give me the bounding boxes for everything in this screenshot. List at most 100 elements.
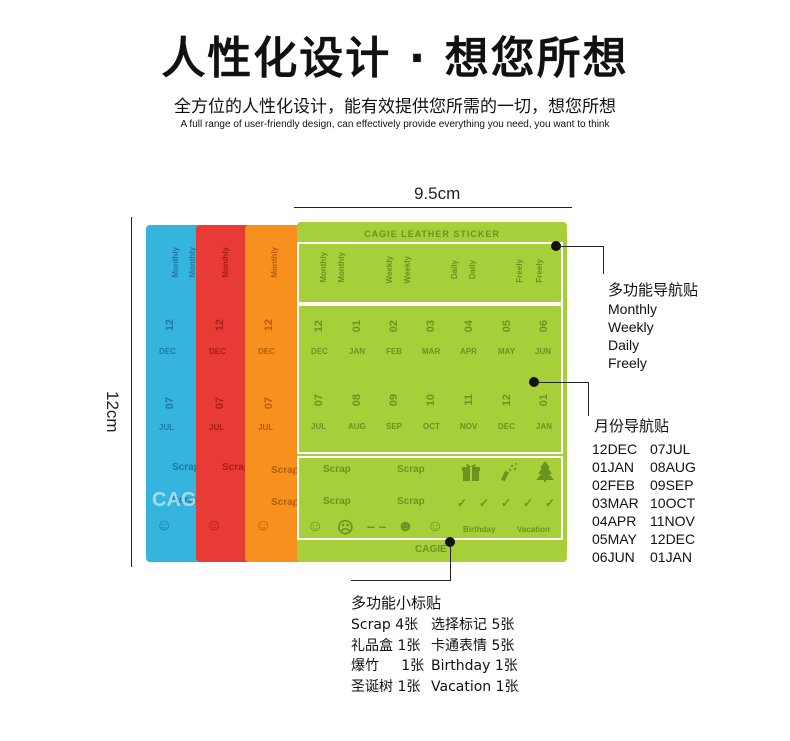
month-name: AUG — [348, 422, 366, 431]
month-number: 12 — [164, 319, 176, 332]
month-name: JUL — [209, 423, 225, 432]
month-name: APR — [460, 347, 477, 356]
width-dimension-line — [294, 207, 572, 208]
month-number: 01 — [351, 320, 363, 333]
tab-daily: Daily — [450, 260, 459, 280]
height-label: 12cm — [103, 391, 122, 433]
month-callout-item: 01JAN — [592, 459, 635, 475]
check-mark-icon: ✓ — [501, 496, 512, 510]
smiley-icon: ☺ — [156, 517, 173, 534]
callout-line — [351, 580, 451, 581]
month-callout-item: 08AUG — [650, 459, 696, 475]
callout-line — [588, 382, 589, 416]
callout-line — [556, 246, 603, 247]
month-callout-item: 10OCT — [650, 495, 696, 511]
scrap-sticker: Scrap — [271, 465, 299, 476]
tab-monthly: Monthly — [337, 252, 346, 283]
month-number: 07 — [164, 397, 176, 410]
small-callout-item: 卡通表情 5张 — [431, 637, 515, 654]
page-tagline: A full range of user-friendly design, ca… — [180, 119, 610, 130]
gift-box-icon — [462, 464, 480, 481]
month-number: 01 — [538, 394, 550, 407]
page-subtitle: 全方位的人性化设计，能有效提供您所需的一切，想您所想 — [174, 97, 616, 117]
month-number: 12 — [263, 319, 275, 332]
month-name: DEC — [311, 347, 328, 356]
scrap-sticker: Scrap — [323, 464, 351, 475]
month-name: JUL — [159, 423, 175, 432]
month-callout-item: 11NOV — [650, 513, 695, 529]
nav-callout-item: Weekly — [608, 319, 654, 335]
month-number: 02 — [388, 320, 400, 333]
page-title: 人性化设计 · 想您所想 — [161, 33, 629, 84]
small-stickers-frame — [297, 456, 563, 540]
month-name: DEC — [258, 347, 275, 356]
small-callout-item: Scrap 4张 — [351, 617, 419, 633]
check-mark-icon: ✓ — [479, 496, 490, 510]
month-callout-item: 01JAN — [650, 549, 693, 565]
month-number: 12 — [501, 394, 513, 407]
check-mark-icon: ✓ — [545, 496, 556, 510]
nav-tabs-frame — [297, 242, 563, 304]
month-number: 08 — [351, 394, 363, 407]
neutral-face-icon: – – — [367, 518, 387, 534]
month-callout-item: 05MAY — [592, 531, 637, 547]
scrap-sticker: Scrap — [172, 495, 200, 506]
month-name: JAN — [536, 422, 553, 431]
height-dimension-line — [131, 217, 132, 567]
small-callout-item: 礼品盒 1张 — [351, 637, 421, 654]
month-callout-item: 02FEB — [592, 477, 635, 493]
month-number: 09 — [388, 394, 400, 407]
month-callout-list: 12DEC 07JUL 01JAN 08AUG 02FEB 09SEP 03MA… — [592, 440, 710, 566]
month-callout-item: 07JUL — [650, 441, 691, 457]
check-mark-icon: ✓ — [523, 496, 534, 510]
callout-line — [534, 382, 588, 383]
month-number: 06 — [538, 320, 550, 333]
scrap-sticker: Scrap — [172, 462, 200, 473]
month-callout-item: 06JUN — [592, 549, 635, 565]
smiley-face-icon: ☺ — [307, 518, 324, 535]
month-name: DEC — [209, 347, 226, 356]
tab-monthly: Monthly — [171, 247, 180, 278]
callout-line — [450, 542, 451, 580]
sad-face-icon: ☹ — [337, 520, 354, 537]
month-number: 07 — [214, 397, 226, 410]
laughing-face-icon: ☻ — [397, 518, 414, 535]
tab-monthly: Monthly — [270, 247, 279, 278]
christmas-tree-icon — [536, 461, 554, 482]
month-name: JUN — [535, 347, 552, 356]
small-callout-item: Birthday 1张 — [431, 658, 518, 674]
scrap-sticker: Scrap — [397, 496, 425, 507]
month-number: 05 — [501, 320, 513, 333]
nav-callout-item: Monthly — [608, 301, 658, 317]
tab-daily: Daily — [468, 260, 477, 280]
small-callout-item: 选择标记 5张 — [431, 617, 515, 633]
width-label: 9.5cm — [414, 184, 461, 203]
small-callout-item: Vacation 1张 — [431, 678, 519, 695]
month-number: 04 — [463, 320, 475, 333]
month-number: 12 — [313, 320, 325, 333]
birthday-sticker: Birthday — [463, 525, 496, 534]
firecracker-icon — [501, 463, 517, 482]
month-name: JAN — [349, 347, 366, 356]
smiley-icon: ☺ — [206, 517, 223, 534]
month-number: 10 — [425, 394, 437, 407]
smiley-face-icon: ☺ — [427, 518, 444, 535]
sheet-logo: CAGIE — [415, 544, 447, 555]
month-callout-item: 03MAR — [592, 495, 639, 511]
sticker-sheet-green: CAGIE LEATHER STICKER Monthly Monthly We… — [297, 222, 567, 562]
month-number: 11 — [463, 394, 475, 406]
month-name: DEC — [159, 347, 176, 356]
month-name: JUL — [311, 422, 327, 431]
month-number: 03 — [425, 320, 437, 333]
month-name: OCT — [423, 422, 440, 431]
small-callout-item: 爆竹 1张 — [351, 658, 425, 674]
month-name: NOV — [460, 422, 478, 431]
vacation-sticker: Vacation — [517, 525, 550, 534]
month-number: 12 — [214, 319, 226, 332]
month-callout-item: 12DEC — [592, 441, 638, 457]
check-mark-icon: ✓ — [457, 496, 468, 510]
sheet-brand: CAGIE LEATHER STICKER — [364, 229, 500, 239]
month-callout-item: 09SEP — [650, 477, 694, 493]
month-callout-item: 12DEC — [650, 531, 696, 547]
nav-callout-item: Freely — [608, 355, 647, 371]
